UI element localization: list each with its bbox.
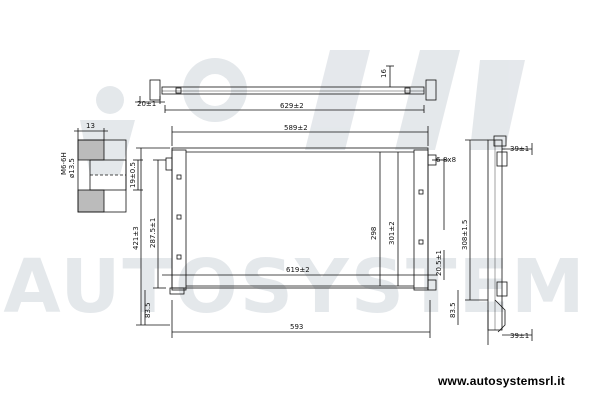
dim-top-height: 16: [380, 69, 388, 78]
dim-right-lower-b: 83.5: [449, 302, 457, 318]
dim-left-lower: 83.5: [144, 302, 152, 318]
section-detail: [74, 128, 143, 213]
dimension-labels: 20±1 629±2 16 589±2 619±2 593 13 M6-6H ø…: [60, 69, 529, 340]
dim-thread-dia: ø13.5: [68, 158, 76, 178]
dim-side-bottom: 39±1: [510, 332, 529, 340]
dim-overall-width: 593: [290, 323, 303, 331]
dim-center-height-b: 301±2: [388, 221, 396, 245]
dim-detail-width: 13: [86, 122, 95, 130]
dim-port-size: 6-8x8: [436, 156, 456, 164]
dim-height-total: 421±3: [132, 226, 140, 250]
top-view: [135, 65, 437, 113]
dim-center-height-a: 298: [370, 227, 378, 240]
dim-top-length: 629±2: [280, 102, 304, 110]
dim-core-width-top: 589±2: [284, 124, 308, 132]
dim-side-top: 39±1: [510, 145, 529, 153]
dim-core-width-bottom: 619±2: [286, 266, 310, 274]
dim-top-left-offset: 20±1: [137, 100, 156, 108]
side-view: [465, 135, 533, 345]
dim-right-lower-a: 20.5±1: [435, 250, 443, 276]
dim-height-core: 287.5±1: [149, 218, 157, 248]
watermark-logo: [80, 50, 525, 175]
dim-detail-depth: 19±0.5: [129, 162, 137, 188]
front-view: [136, 126, 459, 338]
website-label: www.autosystemsrl.it: [438, 374, 565, 388]
watermark-text: AUTOSYSTEM: [3, 244, 586, 330]
dim-side-height: 308±1.5: [461, 220, 469, 250]
dim-thread: M6-6H: [60, 152, 68, 175]
